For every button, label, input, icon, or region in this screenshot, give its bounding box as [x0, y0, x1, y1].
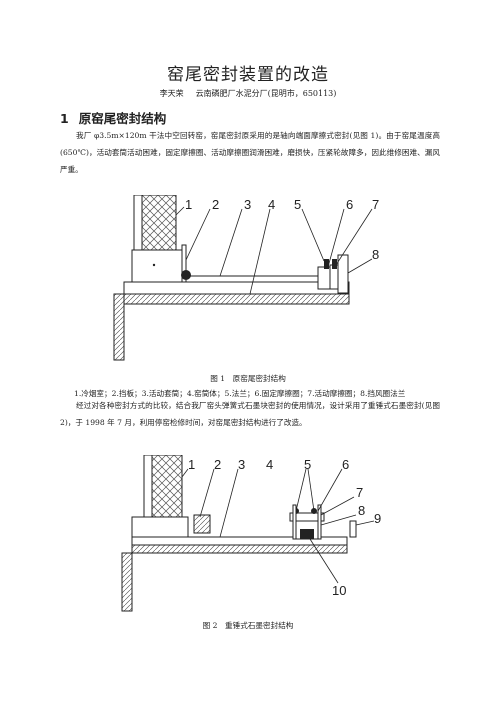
fig2-label-7: 7: [356, 485, 363, 500]
fig1-label-5: 5: [294, 197, 301, 212]
fig2-label-10: 10: [332, 583, 346, 598]
fig1-label-2: 2: [212, 197, 219, 212]
author-name: 李天荣: [159, 89, 184, 98]
fig2-label-6: 6: [342, 457, 349, 472]
section-number: 1: [60, 111, 69, 126]
paragraph-1: 我厂 φ3.5m×120m 干法中空回转窑，窑尾密封原采用的是轴向端面摩擦式密封…: [60, 131, 440, 174]
figure-1-diagram: 1 2 3 4 5 6 7 8: [113, 195, 379, 361]
figure-2-caption: 图 2 重锤式石墨密封结构: [202, 621, 294, 630]
paper-title: 窑尾密封装置的改造: [167, 65, 329, 85]
section-heading: 1 原窑尾密封结构: [60, 108, 166, 127]
fig1-label-8: 8: [372, 247, 379, 262]
fig1-label-6: 6: [346, 197, 353, 212]
fig2-label-5: 5: [304, 457, 311, 472]
fig2-label-8: 8: [358, 503, 365, 518]
figure-2-diagram: 1 2 3 4 5 6 7 8 9 10: [121, 455, 381, 612]
fig1-label-7: 7: [372, 197, 379, 212]
fig2-label-2: 2: [214, 457, 221, 472]
figure-1-caption: 图 1 原窑尾密封结构: [210, 374, 286, 383]
author-line: 李天荣 云南磷肥厂水泥分厂(昆明市，650113): [0, 88, 496, 99]
figure-1-legend: 1.冷烟室；2.挡板；3.活动套筒；4.窑筒体；5.法兰；6.固定摩擦圈；7.活…: [74, 389, 406, 398]
fig1-label-4: 4: [268, 197, 275, 212]
fig1-label-3: 3: [244, 197, 251, 212]
figure-1-labels: 1 2 3 4 5 6 7 8: [185, 197, 379, 262]
author-affiliation: 云南磷肥厂水泥分厂(昆明市，650113): [195, 89, 337, 98]
figure-2-labels: 1 2 3 4 5 6 7 8 9 10: [188, 457, 381, 598]
fig2-label-9: 9: [374, 511, 381, 526]
fig2-label-4: 4: [266, 457, 273, 472]
fig2-label-1: 1: [188, 457, 195, 472]
paragraph-2: 经过对各种密封方式的比较，结合我厂窑头弹簧式石墨块密封的使用情况，设计采用了重锤…: [60, 401, 440, 427]
fig2-label-3: 3: [238, 457, 245, 472]
section-title: 原窑尾密封结构: [78, 111, 167, 126]
fig1-label-1: 1: [185, 197, 192, 212]
